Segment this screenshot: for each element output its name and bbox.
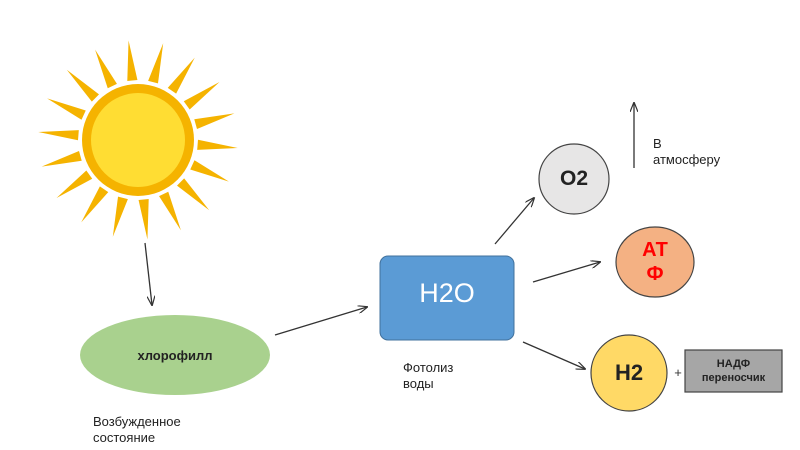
sun-ray	[41, 150, 82, 167]
sun-ray	[56, 170, 93, 198]
oxygen-circle	[538, 143, 610, 215]
sun-ray	[197, 139, 238, 150]
sun-ray	[177, 178, 210, 211]
chlorophyll-label: хлорофилл	[137, 347, 213, 363]
arrow-sun-to-chlorophyll	[144, 242, 152, 305]
hydrogen-circle	[590, 334, 668, 412]
atp-ellipse	[615, 226, 695, 298]
arrow-chlorophyll-to-water	[274, 307, 367, 336]
sun-ray	[47, 98, 86, 120]
sun-core	[91, 93, 185, 187]
arrow-water-to-atp	[532, 262, 600, 283]
atp-label: АТ Ф	[642, 239, 668, 285]
water-box	[379, 255, 515, 341]
oxygen-caption: В атмосферу	[653, 136, 721, 167]
sun-ray	[81, 186, 109, 223]
sun-icon	[38, 40, 238, 240]
carrier-label: НАДФ переносчик	[701, 358, 766, 384]
sun-ray	[112, 196, 128, 237]
chlorophyll-caption: Возбужденное состояние	[93, 414, 181, 445]
hydrogen-label: H2	[614, 360, 644, 385]
arrow-water-to-hydrogen	[522, 341, 585, 369]
sun-ray	[194, 113, 235, 130]
sun-ray	[167, 57, 195, 94]
sun-ray	[38, 130, 79, 141]
sun-ray	[148, 43, 164, 84]
arrow-water-to-oxygen	[494, 198, 534, 245]
sun-ray	[138, 199, 149, 240]
water-label: H2O	[419, 277, 475, 308]
chlorophyll-ellipse	[80, 315, 270, 395]
carrier-box	[684, 349, 783, 393]
sun-ray	[127, 40, 138, 81]
oxygen-label: O2	[559, 167, 588, 190]
water-caption: Фотолиз воды	[403, 360, 454, 391]
sun-ray	[66, 69, 99, 102]
sun-ray	[190, 160, 229, 182]
sun-ray	[183, 82, 220, 110]
sun-ray	[159, 191, 181, 231]
plus-sign: +	[674, 364, 682, 380]
sun-ray	[95, 49, 117, 89]
